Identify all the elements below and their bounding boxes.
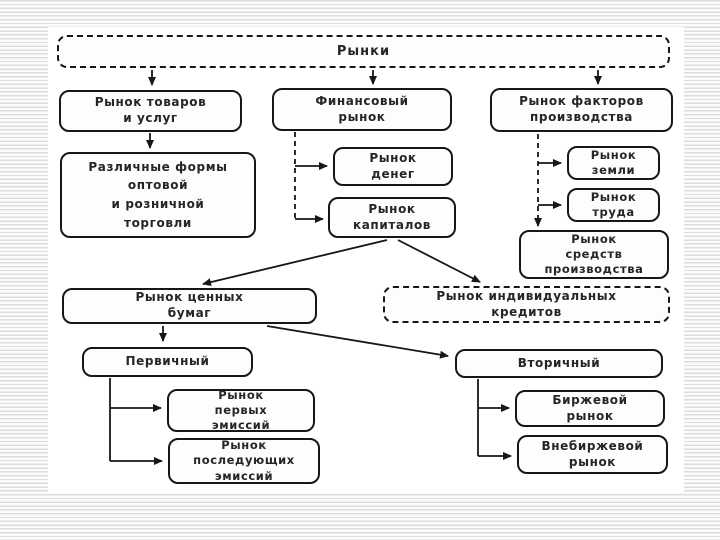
node-secondary-market: Вторичный <box>455 349 663 378</box>
node-labor-market: Рынок труда <box>567 188 660 222</box>
node-individual-credit-market: Рынок индивидуальных кредитов <box>383 286 670 323</box>
node-production-factors-market: Рынок факторов производства <box>490 88 673 132</box>
node-label: Финансовый рынок <box>315 93 409 124</box>
node-means-of-production-market: Рынок средств производства <box>519 230 669 279</box>
node-goods-services-market: Рынок товаров и услуг <box>59 90 242 132</box>
node-trade-forms: Различные формы оптовой и розничной торг… <box>60 152 256 238</box>
node-label: Рынок средств производства <box>544 231 644 277</box>
node-label: Рынок последующих эмиссий <box>193 438 295 483</box>
node-primary-market: Первичный <box>82 347 253 377</box>
node-label: Внебиржевой рынок <box>541 438 644 469</box>
node-label: Рынки <box>336 43 391 59</box>
node-label: Рынок индивидуальных кредитов <box>436 288 617 319</box>
node-label: Первичный <box>125 354 210 369</box>
node-label: Рынок ценных бумаг <box>135 290 244 320</box>
node-label: Рынок земли <box>590 147 637 177</box>
node-exchange-market: Биржевой рынок <box>515 390 665 427</box>
node-label: Рынок факторов производства <box>519 94 644 124</box>
node-label: Рынок товаров и услуг <box>94 95 207 125</box>
node-label: Рынок денег <box>369 150 417 181</box>
node-first-issues-market: Рынок первых эмиссий <box>167 387 315 433</box>
node-label: Рынок капиталов <box>352 201 432 232</box>
node-capital-market: Рынок капиталов <box>328 197 456 238</box>
node-financial-market: Финансовый рынок <box>272 88 452 131</box>
node-label: Биржевой рынок <box>552 392 628 423</box>
node-label: Рынок первых эмиссий <box>211 387 271 433</box>
node-label: Вторичный <box>517 355 601 370</box>
node-markets-root: Рынки <box>57 35 670 68</box>
node-securities-market: Рынок ценных бумаг <box>62 288 317 324</box>
node-otc-market: Внебиржевой рынок <box>517 435 668 474</box>
node-label: Различные формы оптовой и розничной торг… <box>88 159 228 230</box>
node-land-market: Рынок земли <box>567 146 660 180</box>
node-label: Рынок труда <box>590 189 637 219</box>
node-money-market: Рынок денег <box>333 147 453 186</box>
node-subsequent-issues-market: Рынок последующих эмиссий <box>168 438 320 484</box>
